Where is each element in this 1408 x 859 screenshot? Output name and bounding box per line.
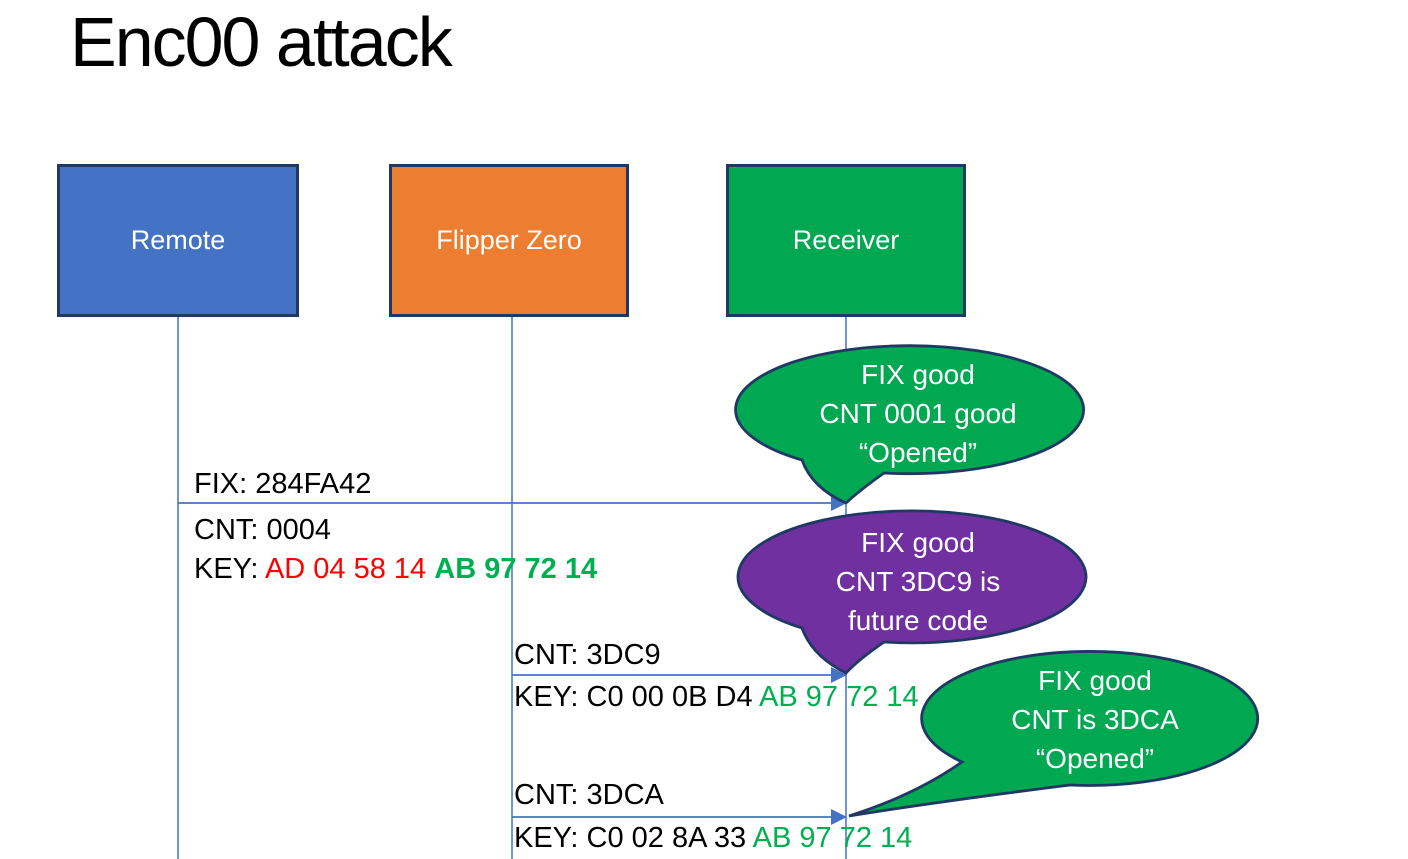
- bubble2-line3: future code: [847, 605, 989, 636]
- arrowhead-icon: [831, 667, 847, 683]
- message3-key-prefix: KEY: C0 02 8A 33: [514, 822, 753, 854]
- message2-cnt-label: CNT: 3DC9: [514, 639, 661, 671]
- bubble1-line1: FIX good: [861, 359, 975, 390]
- actor-box-remote: Remote: [57, 164, 299, 317]
- message3-cnt-label: CNT: 3DCA: [514, 779, 664, 811]
- message2-key-prefix: KEY: C0 00 0B D4: [514, 681, 760, 713]
- message1-key-label: KEY: AD 04 58 14 AB 97 72 14: [194, 553, 598, 586]
- arrowhead-icon: [831, 809, 847, 825]
- actor-box-receiver: Receiver: [726, 164, 966, 317]
- message3-key-fixed-part: AB 97 72 14: [752, 822, 913, 854]
- speech-bubble-receiver-opened-1: [734, 344, 1085, 505]
- bubble1-line2: CNT 0001 good: [819, 398, 1017, 429]
- message3-key-label: KEY: C0 02 8A 33 AB 97 72 14: [514, 822, 913, 855]
- message-arrow-flipper-to-receiver-1: [512, 667, 847, 683]
- page-title: Enc00 attack: [70, 3, 453, 81]
- bubble3-line3: “Opened”: [1035, 743, 1155, 774]
- bubble2-line1: FIX good: [861, 527, 975, 558]
- actor-label-receiver: Receiver: [792, 225, 900, 255]
- bubble2-line2: CNT 3DC9 is: [835, 566, 1001, 597]
- speech-bubble-receiver-opened-2: [848, 650, 1260, 818]
- bubble1-text: FIX good CNT 0001 good “Opened”: [744, 355, 1092, 472]
- actor-label-flipper-zero: Flipper Zero: [436, 225, 582, 255]
- message2-key-fixed-part: AB 97 72 14: [759, 681, 919, 713]
- bubble3-line2: CNT is 3DCA: [1011, 704, 1179, 735]
- message1-key-prefix: KEY:: [194, 553, 265, 585]
- message1-key-fixed-part: AB 97 72 14: [434, 553, 598, 585]
- message1-fix-label: FIX: 284FA42: [194, 468, 372, 500]
- bubble3-line1: FIX good: [1038, 665, 1152, 696]
- bubble1-line3: “Opened”: [858, 437, 978, 468]
- actor-box-flipper-zero: Flipper Zero: [389, 164, 629, 317]
- message-arrow-flipper-to-receiver-2: [512, 809, 847, 825]
- message1-key-changing-part: AD 04 58 14: [264, 553, 435, 585]
- actor-label-remote: Remote: [130, 225, 226, 255]
- message1-cnt-label: CNT: 0004: [194, 514, 332, 546]
- speech-bubble-receiver-future-code: [736, 509, 1088, 675]
- bubble2-text: FIX good CNT 3DC9 is future code: [744, 523, 1092, 640]
- bubble3-text: FIX good CNT is 3DCA “Opened”: [927, 661, 1263, 778]
- message2-key-label: KEY: C0 00 0B D4 AB 97 72 14: [514, 681, 919, 714]
